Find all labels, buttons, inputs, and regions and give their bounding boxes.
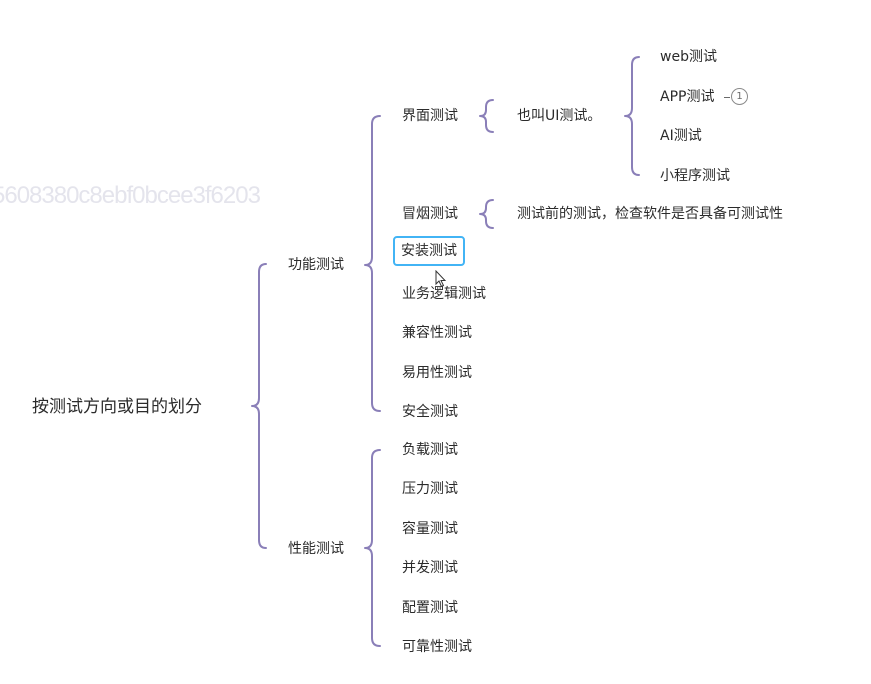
smoke-test-node[interactable]: 冒烟测试 (402, 206, 458, 222)
capacity-test-node[interactable]: 容量测试 (402, 521, 458, 537)
reliability-test-node[interactable]: 可靠性测试 (402, 639, 472, 655)
functional-test-node[interactable]: 功能测试 (288, 257, 344, 273)
install-test-node[interactable]: 安装测试 (393, 236, 465, 266)
watermark-text: 5608380c8ebf0bcee3f6203 (0, 182, 261, 209)
load-test-node[interactable]: 负载测试 (402, 442, 458, 458)
mouse-cursor-icon (435, 270, 447, 288)
performance-test-node[interactable]: 性能测试 (288, 541, 344, 557)
ui-subtypes-bracket (624, 56, 640, 176)
app-link-line (724, 97, 730, 98)
app-test-node[interactable]: APP测试 (660, 89, 715, 105)
configuration-test-node[interactable]: 配置测试 (402, 600, 458, 616)
performance-bracket (364, 449, 381, 647)
usability-test-node[interactable]: 易用性测试 (402, 365, 472, 381)
ui-test-node[interactable]: 界面测试 (402, 108, 458, 124)
compatibility-test-node[interactable]: 兼容性测试 (402, 325, 472, 341)
app-test-count-badge[interactable]: 1 (731, 88, 748, 105)
smoke-note-bracket (479, 199, 494, 229)
stress-test-node[interactable]: 压力测试 (402, 481, 458, 497)
web-test-node[interactable]: web测试 (660, 49, 717, 65)
ui-note-bracket (479, 99, 494, 133)
mini-program-test-node[interactable]: 小程序测试 (660, 168, 730, 184)
security-test-node[interactable]: 安全测试 (402, 404, 458, 420)
concurrency-test-node[interactable]: 并发测试 (402, 560, 458, 576)
ui-test-note[interactable]: 也叫UI测试。 (517, 108, 602, 124)
root-bracket (251, 263, 267, 549)
business-logic-test-node[interactable]: 业务逻辑测试 (402, 286, 486, 302)
root-node[interactable]: 按测试方向或目的划分 (32, 397, 202, 417)
functional-bracket (364, 115, 381, 412)
ai-test-node[interactable]: AI测试 (660, 128, 702, 144)
smoke-test-note[interactable]: 测试前的测试，检查软件是否具备可测试性 (517, 206, 783, 222)
